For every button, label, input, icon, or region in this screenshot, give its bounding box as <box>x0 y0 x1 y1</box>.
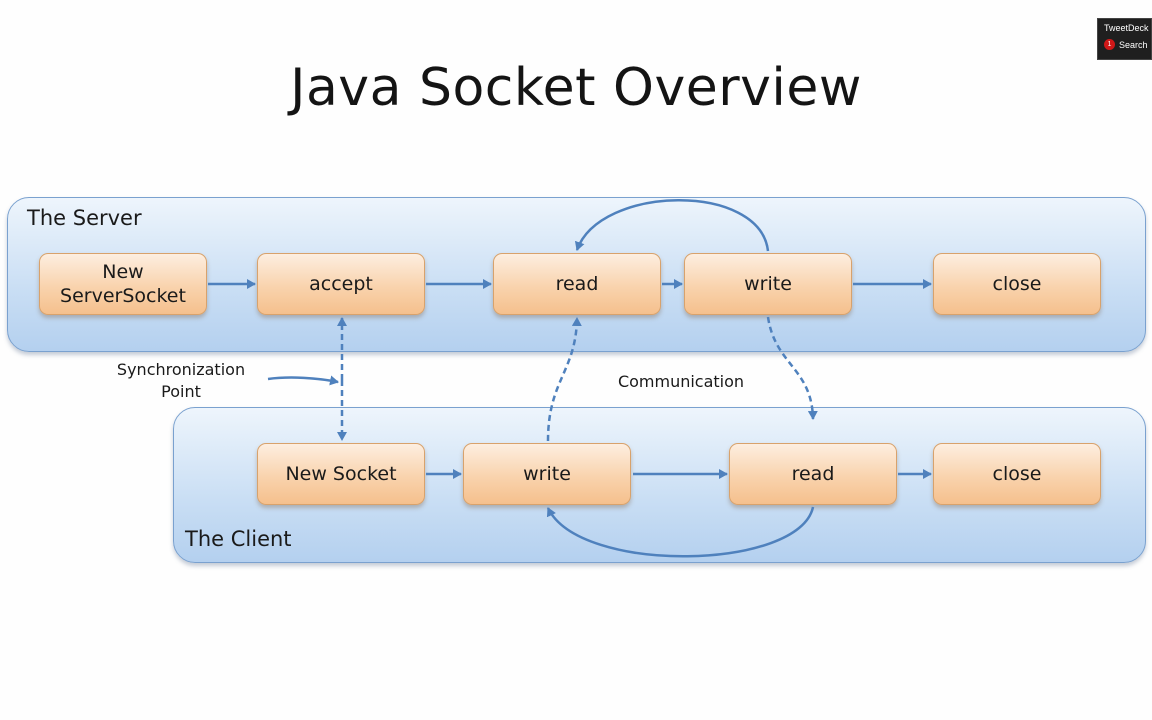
server-close-node: close <box>933 253 1101 315</box>
client-new-socket-node: New Socket <box>257 443 425 505</box>
client-read-node: read <box>729 443 897 505</box>
server-read-node: read <box>493 253 661 315</box>
sync-pointer-arrow <box>267 375 339 386</box>
client-lane-label: The Client <box>185 527 292 551</box>
client-close-node: close <box>933 443 1101 505</box>
notification-badge-icon: 1 <box>1104 39 1115 50</box>
slide-title: Java Socket Overview <box>290 58 862 118</box>
tweetdeck-widget[interactable]: TweetDeck 1 Search <box>1097 18 1152 60</box>
synchronization-point-label: Synchronization Point <box>116 360 246 401</box>
tweetdeck-search-button[interactable]: 1 Search <box>1104 39 1148 50</box>
server-write-node: write <box>684 253 852 315</box>
tweetdeck-search-label: Search <box>1119 39 1148 50</box>
tweetdeck-label: TweetDeck <box>1104 23 1149 33</box>
server-accept-node: accept <box>257 253 425 315</box>
client-write-node: write <box>463 443 631 505</box>
communication-label: Communication <box>617 372 745 391</box>
server-new-serversocket-node: New ServerSocket <box>39 253 207 315</box>
server-lane-label: The Server <box>27 206 142 230</box>
